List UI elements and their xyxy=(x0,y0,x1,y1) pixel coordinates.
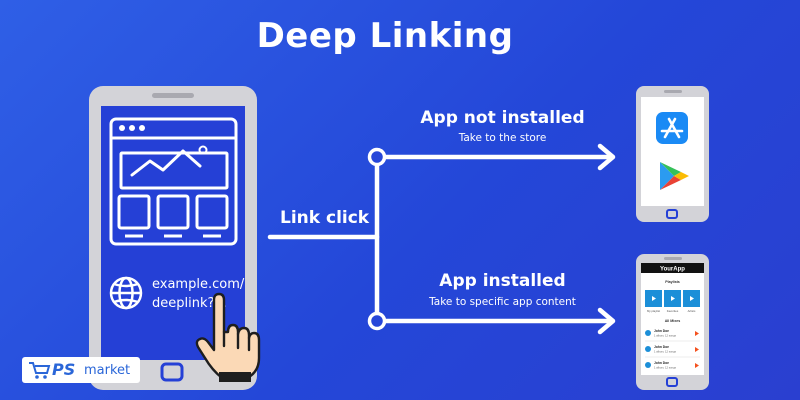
app-phone: YourApp Playlists My playlist Favorites … xyxy=(636,254,709,390)
logo-word: market xyxy=(84,363,131,378)
list-item-title: John Doe xyxy=(654,361,669,365)
list-item-title: John Doe xyxy=(654,345,669,349)
branch-node-top xyxy=(367,147,387,167)
list-item-meta: 1 album, 12 songs xyxy=(654,366,677,370)
deeplink-url[interactable]: example.com/ deeplink?... xyxy=(152,275,244,313)
globe-icon xyxy=(109,276,143,310)
browser-window-icon xyxy=(109,117,238,246)
store-phone xyxy=(636,86,709,222)
flow-lines xyxy=(267,143,616,335)
installed-sublabel: Take to specific app content xyxy=(429,296,576,308)
cart-logo-icon xyxy=(29,362,51,379)
app-tile-label: Artists xyxy=(688,309,696,313)
app-header-title: YourApp xyxy=(660,267,685,273)
not-installed-sublabel: Take to the store xyxy=(458,132,547,144)
url-line-1: example.com/ xyxy=(152,277,245,292)
ps-market-logo xyxy=(22,357,140,383)
app-store-icon xyxy=(656,112,688,144)
pointing-hand-icon xyxy=(195,292,261,382)
branch-node-bottom xyxy=(367,311,387,331)
app-section-playlists: Playlists xyxy=(665,280,680,284)
app-tile-label: Favorites xyxy=(667,309,679,313)
url-line-2: deeplink?... xyxy=(152,296,227,311)
list-item-title: John Doe xyxy=(654,329,669,333)
logo-brand: PS xyxy=(52,360,76,379)
link-click-label: Link click xyxy=(280,208,370,228)
app-tile-label: My playlist xyxy=(647,309,660,313)
app-list-item[interactable]: John Doe 1 album, 12 songs xyxy=(645,361,699,370)
app-section-mixes: All Mixes xyxy=(665,319,681,323)
app-list-item[interactable]: John Doe 1 album, 12 songs xyxy=(645,345,700,358)
google-play-icon xyxy=(660,162,689,190)
app-list-item[interactable]: John Doe 1 album, 12 songs xyxy=(645,329,700,342)
list-item-meta: 1 album, 12 songs xyxy=(654,334,677,338)
list-item-meta: 1 album, 12 songs xyxy=(654,350,677,354)
page-title: Deep Linking xyxy=(256,16,514,56)
installed-label: App installed xyxy=(439,271,566,291)
not-installed-label: App not installed xyxy=(420,108,585,128)
